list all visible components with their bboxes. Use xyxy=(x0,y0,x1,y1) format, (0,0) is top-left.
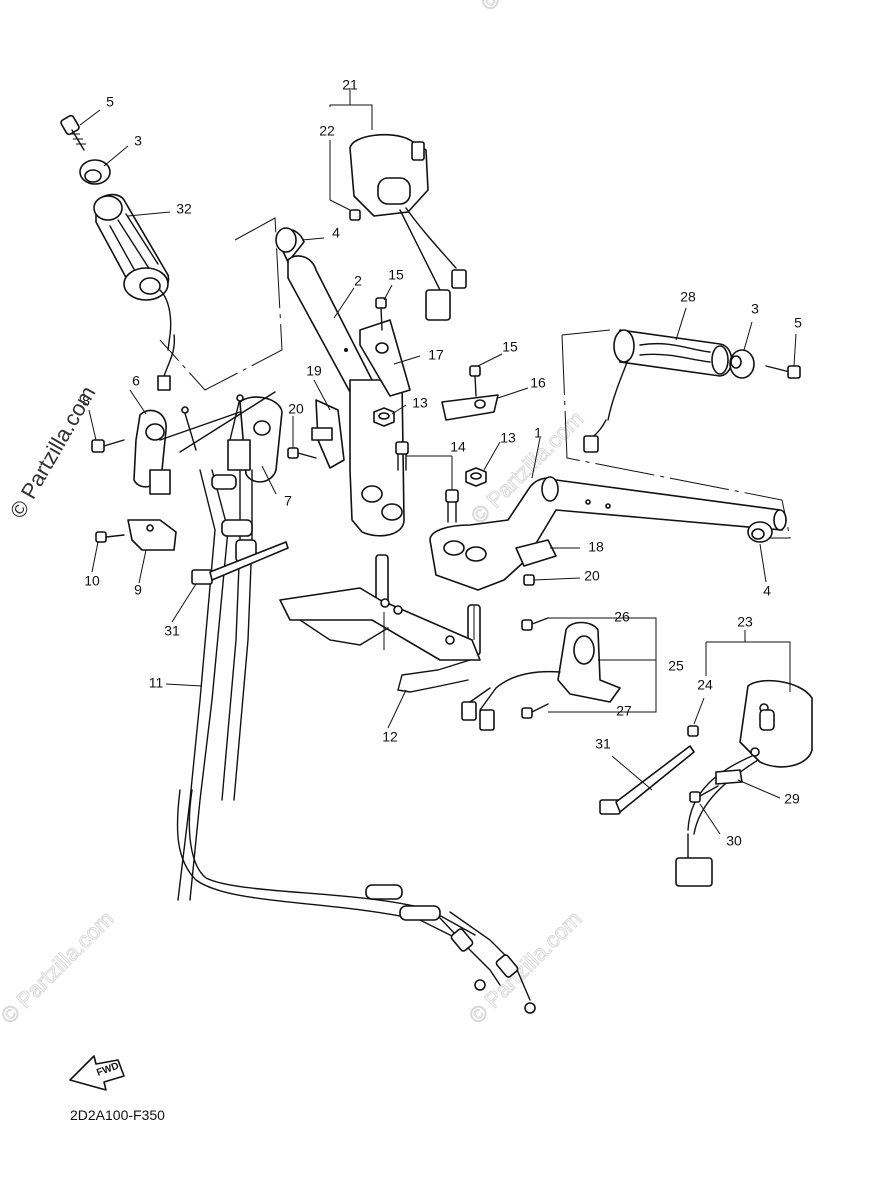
screw-26[interactable] xyxy=(521,617,549,631)
callout-31-right[interactable]: 31 xyxy=(595,736,611,752)
callout-31-left[interactable]: 31 xyxy=(164,623,180,639)
callout-13-right[interactable]: 13 xyxy=(500,430,516,446)
watermark-bottom-left: © Partzilla.com xyxy=(0,906,118,1029)
callout-19[interactable]: 19 xyxy=(306,363,322,379)
grip-end-3-left[interactable] xyxy=(79,159,111,185)
screw-20-left[interactable] xyxy=(287,447,317,459)
callout-18[interactable]: 18 xyxy=(588,539,604,555)
nut-13-left[interactable] xyxy=(373,407,395,427)
screw-15-left[interactable] xyxy=(375,297,387,331)
callout-20-right[interactable]: 20 xyxy=(584,568,600,584)
throttle-grip-32[interactable] xyxy=(93,193,176,391)
callout-8[interactable]: 8 xyxy=(82,393,90,409)
screw-15-right[interactable] xyxy=(469,365,481,397)
grip-28[interactable] xyxy=(583,329,733,453)
nut-13-right[interactable] xyxy=(465,467,487,487)
callout-9[interactable]: 9 xyxy=(134,582,142,598)
cap-16[interactable] xyxy=(441,394,499,421)
callout-6[interactable]: 6 xyxy=(132,373,140,389)
callout-3-right[interactable]: 3 xyxy=(751,301,759,317)
bracket-18[interactable] xyxy=(515,539,557,586)
screw-30[interactable] xyxy=(689,785,719,803)
grip-end-3-right[interactable] xyxy=(729,349,755,379)
callout-7[interactable]: 7 xyxy=(284,493,292,509)
cable-tie-31-left[interactable] xyxy=(191,541,289,585)
bolt-5-right[interactable] xyxy=(765,365,801,379)
callout-15-left[interactable]: 15 xyxy=(388,267,404,283)
watermark-top: © Partzilla.com xyxy=(476,0,599,16)
callout-20-left[interactable]: 20 xyxy=(288,401,304,417)
callout-5-left[interactable]: 5 xyxy=(106,94,114,110)
bolt-5-left[interactable] xyxy=(60,114,86,151)
bracket-19[interactable] xyxy=(311,399,345,469)
watermark-layer: © Partzilla.com © Partzilla.com © Partzi… xyxy=(0,0,599,1029)
callout-28[interactable]: 28 xyxy=(680,289,696,305)
callout-1[interactable]: 1 xyxy=(534,425,542,441)
cable-tie-31-right[interactable] xyxy=(599,745,695,815)
throttle-housing-6[interactable] xyxy=(133,409,171,495)
screw-10[interactable] xyxy=(95,531,125,543)
part-29[interactable] xyxy=(715,769,743,785)
callout-3-left[interactable]: 3 xyxy=(134,133,142,149)
callout-4-left[interactable]: 4 xyxy=(332,225,340,241)
watermark-main: © Partzilla.com xyxy=(5,382,101,523)
throttle-cables-11[interactable] xyxy=(176,469,536,1014)
switch-25[interactable] xyxy=(461,621,621,731)
screw-22[interactable] xyxy=(349,209,361,221)
callout-21[interactable]: 21 xyxy=(342,77,358,93)
bolt-14[interactable] xyxy=(395,441,459,523)
callouts: 5 3 32 4 21 22 2 15 17 19 20 13 14 15 16… xyxy=(82,77,802,849)
callout-29[interactable]: 29 xyxy=(784,791,800,807)
diagram-code: 2D2A100-F350 xyxy=(70,1107,165,1123)
stay-12[interactable] xyxy=(279,554,481,693)
right-switch-23[interactable] xyxy=(675,679,813,887)
fwd-arrow-icon: FWD xyxy=(69,1055,125,1091)
callout-24[interactable]: 24 xyxy=(697,677,713,693)
callout-12[interactable]: 12 xyxy=(382,729,398,745)
callout-14[interactable]: 14 xyxy=(450,439,466,455)
screw-8[interactable] xyxy=(91,439,125,453)
callout-10[interactable]: 10 xyxy=(84,573,100,589)
callout-23[interactable]: 23 xyxy=(737,614,753,630)
callout-13-left[interactable]: 13 xyxy=(412,395,428,411)
grip-end-4-right[interactable] xyxy=(747,521,773,543)
callout-30[interactable]: 30 xyxy=(726,833,742,849)
screw-27[interactable] xyxy=(521,703,549,719)
holder-17[interactable] xyxy=(359,319,411,397)
callout-32[interactable]: 32 xyxy=(176,201,192,217)
throttle-housing-cap-7[interactable] xyxy=(227,396,283,483)
left-grip-assembly xyxy=(60,114,283,551)
callout-27[interactable]: 27 xyxy=(616,703,632,719)
callout-2[interactable]: 2 xyxy=(354,273,362,289)
callout-11[interactable]: 11 xyxy=(149,675,164,691)
callout-26[interactable]: 26 xyxy=(614,609,630,625)
assembly-line-left xyxy=(159,217,283,391)
right-handlebar-1[interactable] xyxy=(429,476,787,591)
callout-4-right[interactable]: 4 xyxy=(763,583,771,599)
callout-16[interactable]: 16 xyxy=(530,375,546,391)
callout-5-right[interactable]: 5 xyxy=(794,315,802,331)
left-switch-21[interactable] xyxy=(349,133,467,321)
leader-lines xyxy=(79,88,797,835)
callout-22[interactable]: 22 xyxy=(319,123,335,139)
callout-15-right[interactable]: 15 xyxy=(502,339,518,355)
callout-17[interactable]: 17 xyxy=(428,347,444,363)
assembly-line-right xyxy=(561,329,791,539)
cable-holder-9[interactable] xyxy=(127,519,177,551)
callout-25[interactable]: 25 xyxy=(668,658,684,674)
screw-24[interactable] xyxy=(687,725,699,737)
